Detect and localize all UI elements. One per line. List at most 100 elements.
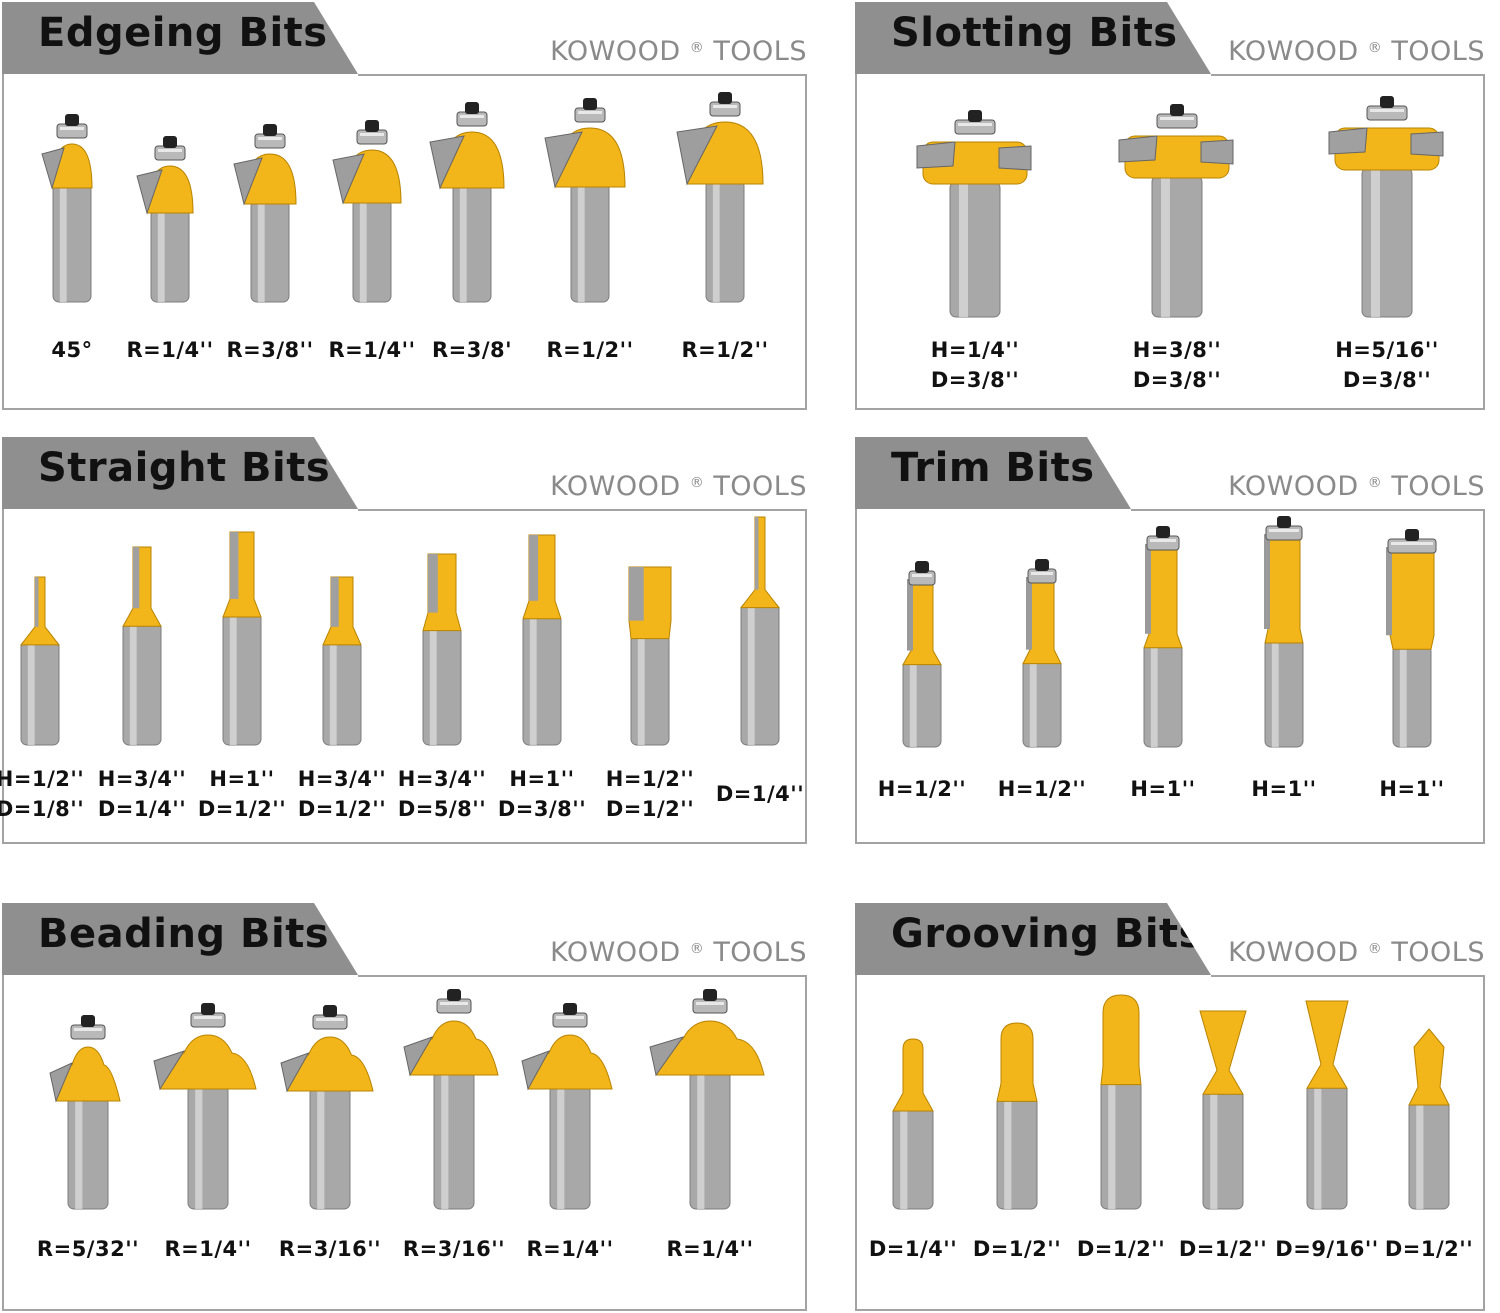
router-bit-image xyxy=(136,136,194,303)
brand-suffix: TOOLS xyxy=(713,471,807,502)
router-bit-image xyxy=(1408,1028,1450,1210)
bit-size-label: H=5/16'' D=3/8'' xyxy=(1327,335,1447,395)
router-bit-image xyxy=(153,1003,257,1210)
bit-size-line1: H=1/2'' xyxy=(997,777,1087,801)
bit-size-label: R=1/2'' xyxy=(665,335,785,365)
bit-size-line2: D=3/8'' xyxy=(930,368,1020,392)
section-tab: Grooving Bits xyxy=(855,903,1211,975)
bits-illustration xyxy=(902,516,1437,748)
bit-size-line2: D=3/8'' xyxy=(497,797,587,821)
router-bit-image xyxy=(222,531,262,746)
brand-label: KOWOOD ® TOOLS xyxy=(550,36,807,67)
router-bit-image xyxy=(1264,516,1304,748)
section-frame-top-line xyxy=(358,74,807,76)
bit-size-label: R=1/4'' xyxy=(312,335,432,365)
bit-size-line1: H=1'' xyxy=(1379,777,1445,801)
section-frame xyxy=(855,975,1485,1311)
bit-size-line1: 45° xyxy=(51,338,93,362)
bit-size-label: H=1/2'' D=1/2'' xyxy=(590,764,710,824)
bit-size-label: D=1/4'' xyxy=(853,1234,973,1264)
bit-size-line1: R=5/32'' xyxy=(36,1237,140,1261)
bit-size-label: H=3/8'' D=3/8'' xyxy=(1117,335,1237,395)
brand-name: KOWOOD xyxy=(1228,36,1359,67)
bit-size-line2: D=1/2'' xyxy=(605,797,695,821)
router-bit-image xyxy=(739,516,781,746)
router-bit-image xyxy=(1100,994,1142,1210)
bit-size-label: R=3/8' xyxy=(412,335,532,365)
bit-size-label: H=1/2''D=1/8'' xyxy=(0,764,100,824)
bit-size-line1: D=1/2'' xyxy=(1178,1237,1268,1261)
bit-size-line2: D=1/2'' xyxy=(197,797,287,821)
bit-size-line1: R=1/4'' xyxy=(526,1237,614,1261)
bit-size-line1: H=1'' xyxy=(209,767,275,791)
section-frame xyxy=(855,74,1485,410)
bit-size-line1: D=1/2'' xyxy=(972,1237,1062,1261)
bit-size-line1: H=1/2'' xyxy=(877,777,967,801)
router-bit-image xyxy=(41,114,93,303)
brand-name: KOWOOD xyxy=(1228,471,1359,502)
section-tab: Slotting Bits xyxy=(855,2,1211,74)
section-title: Edgeing Bits xyxy=(38,10,328,56)
section-frame-top-line xyxy=(358,975,807,977)
router-bit-image xyxy=(422,553,462,746)
router-bit-image xyxy=(122,546,162,746)
bit-size-line1: R=1/4'' xyxy=(126,338,214,362)
bit-size-line2: D=1/8'' xyxy=(0,797,85,821)
section-tab: Straight Bits xyxy=(2,437,358,509)
bit-size-line1: D=1/2'' xyxy=(1384,1237,1474,1261)
router-bit-image xyxy=(676,92,764,303)
bit-size-line2: D=3/8'' xyxy=(1342,368,1432,392)
router-bit-image xyxy=(1143,526,1183,748)
bit-size-line1: H=1'' xyxy=(1130,777,1196,801)
router-bit-image xyxy=(649,989,765,1210)
router-bit-image xyxy=(521,1003,613,1210)
section-frame xyxy=(2,975,807,1311)
registered-mark: ® xyxy=(1367,941,1383,957)
bit-size-line1: R=3/8' xyxy=(431,338,513,362)
bit-size-label: R=3/16'' xyxy=(270,1234,390,1264)
router-bit-image xyxy=(233,124,297,303)
section-title: Grooving Bits xyxy=(891,911,1203,957)
router-bit-image xyxy=(1386,529,1437,748)
bit-size-line1: D=1/4'' xyxy=(868,1237,958,1261)
bit-size-label: H=1/2'' xyxy=(862,774,982,804)
router-bit-image xyxy=(1022,559,1062,748)
bit-size-line1: R=1/2'' xyxy=(546,338,634,362)
bit-size-label: R=1/4'' xyxy=(110,335,230,365)
section-frame xyxy=(2,74,807,410)
section-title: Slotting Bits xyxy=(891,10,1178,56)
bit-size-line1: H=1/4'' xyxy=(930,338,1020,362)
bit-size-label: H=1/4'' D=3/8'' xyxy=(915,335,1035,395)
router-bit-image xyxy=(322,576,362,746)
bit-size-label: H=1''D=3/8'' xyxy=(482,764,602,824)
bit-size-label: H=3/4''D=5/8'' xyxy=(382,764,502,824)
brand-label: KOWOOD ® TOOLS xyxy=(1228,36,1485,67)
brand-suffix: TOOLS xyxy=(713,36,807,67)
router-bit-image xyxy=(280,1005,374,1210)
registered-mark: ® xyxy=(1367,475,1383,491)
brand-name: KOWOOD xyxy=(1228,937,1359,968)
router-bit-image xyxy=(996,1022,1038,1210)
bit-size-label: D=1/2'' xyxy=(1369,1234,1489,1264)
section-frame-top-line xyxy=(358,509,807,511)
section-frame-top-line xyxy=(1211,74,1485,76)
bit-size-label: R=3/16'' xyxy=(394,1234,514,1264)
brand-label: KOWOOD ® TOOLS xyxy=(550,471,807,502)
bit-size-line2: D=3/8'' xyxy=(1132,368,1222,392)
router-bit-image xyxy=(403,989,499,1210)
router-bit-image xyxy=(49,1015,121,1210)
bit-size-line1: R=1/2'' xyxy=(681,338,769,362)
brand-suffix: TOOLS xyxy=(1391,36,1485,67)
router-bit-image xyxy=(902,561,942,748)
bit-size-line1: H=5/16'' xyxy=(1335,338,1439,362)
router-bit-image xyxy=(429,102,505,303)
section-title: Trim Bits xyxy=(891,445,1095,491)
section-title: Beading Bits xyxy=(38,911,330,957)
bit-size-line1: H=3/8'' xyxy=(1132,338,1222,362)
bit-size-line1: H=1/2'' xyxy=(605,767,695,791)
brand-suffix: TOOLS xyxy=(713,937,807,968)
bit-size-label: R=1/4'' xyxy=(650,1234,770,1264)
